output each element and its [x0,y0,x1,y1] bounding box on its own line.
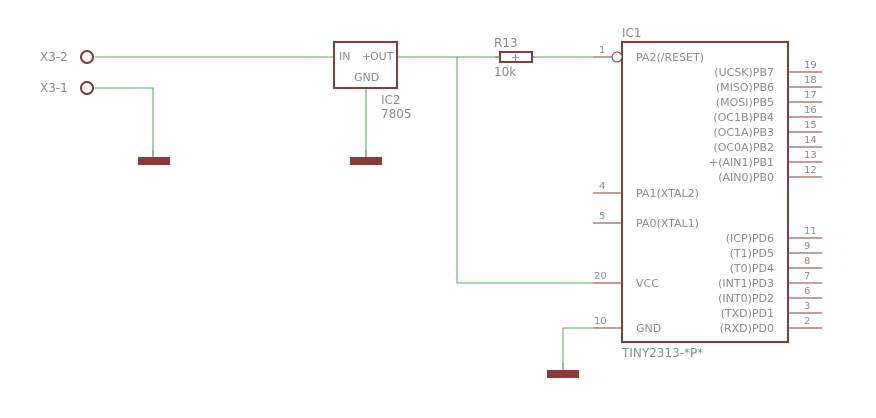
mcu-right-pins: 19 (UCSK)PB7 18 (MISO)PB6 17 (MOSI)PB5 1… [709,60,822,335]
pin-label: (OC1B)PB4 [713,111,774,124]
pin-label: (MOSI)PB5 [716,96,774,109]
resistor-marker: + [511,51,520,64]
regulator-ic2[interactable]: IN + OUT GND IC2 7805 [333,41,412,121]
regulator-name: IC2 [381,93,401,107]
ground-symbol-1 [138,150,170,165]
resistor-value: 10k [494,65,516,79]
ground-bar [350,157,382,165]
ground-symbol-2 [350,150,382,165]
pin-label: (AIN1)PB1 [718,156,774,169]
mcu-name: IC1 [622,26,642,40]
reset-inversion-bubble [611,51,623,63]
mcu-ic1[interactable]: IC1 TINY2313-*P* 1 PA2(/RESET) 4 PA1(XTA… [593,26,822,360]
pin-label: (INT0)PD2 [718,292,774,305]
pin-number: 2 [804,316,810,327]
pin-number: 16 [804,105,817,116]
pin-label: PA0(XTAL1) [636,217,699,230]
pin-number: 11 [804,226,817,237]
regulator-value: 7805 [381,107,412,121]
pin-label: VCC [636,277,659,290]
pin-number: 19 [804,60,817,71]
pin-label: (ICP)PD6 [726,232,774,245]
pin-number: 20 [594,271,607,282]
connector-x3-2[interactable]: X3-2 [40,50,94,64]
wire-5v-to-ic1-vcc [456,57,593,284]
pin-label: (RXD)PD0 [720,322,774,335]
connector-pad [80,50,94,64]
pin-label: (INT1)PD3 [718,277,774,290]
wire-ic1-gnd-to-ground [562,327,610,363]
pin-number: 10 [594,316,607,327]
pin-label: (MISO)PB6 [716,81,774,94]
pin-number: 18 [804,75,817,86]
pin-number: 9 [804,241,810,252]
regulator-pin-out: OUT [370,50,394,63]
pin-label: (TXD)PD1 [721,307,774,320]
pb1-marker: + [709,156,718,169]
pin-number: 13 [804,150,817,161]
pin-label: (AIN0)PB0 [718,171,774,184]
ground-symbol-3 [547,363,579,378]
pin-number: 5 [599,211,605,222]
connector-pad [80,81,94,95]
mcu-left-pins: 1 PA2(/RESET) 4 PA1(XTAL2) 5 PA0(XTAL1) … [593,45,704,335]
pin-label: (UCSK)PB7 [714,66,774,79]
pin-label: GND [636,322,661,335]
ground-bar [138,157,170,165]
pin-label: (OC1A)PB3 [713,126,774,139]
resistor-name: R13 [494,36,518,50]
pin-number: 6 [804,286,810,297]
connector-label: X3-2 [40,50,68,64]
connector-x3-1[interactable]: X3-1 [40,81,94,95]
pin-number: 12 [804,165,817,176]
mcu-value: TINY2313-*P* [621,346,703,360]
pin-label: (T0)PD4 [730,262,774,275]
pin-number: 15 [804,120,817,131]
pin-number: 17 [804,90,817,101]
pin-label: PA2(/RESET) [636,51,704,64]
mcu-body [621,41,789,343]
ground-bar [547,370,579,378]
regulator-out-marker: + [362,50,371,63]
resistor-r13[interactable]: + R13 10k [494,36,535,79]
pin-number: 3 [804,301,810,312]
pin-number: 8 [804,256,810,267]
regulator-pin-in: IN [339,50,350,63]
pin-label: PA1(XTAL2) [636,187,699,200]
wires [95,56,610,363]
pin-label: (T1)PD5 [730,247,774,260]
wire-x3-1-to-ground [95,87,154,150]
regulator-pin-gnd: GND [354,71,379,84]
regulator-body [333,41,398,89]
connector-label: X3-1 [40,81,68,95]
pin-label: (OC0A)PB2 [713,141,774,154]
pin-number: 14 [804,135,817,146]
pin-number: 1 [599,45,605,56]
pin-number: 7 [804,271,810,282]
pin-number: 4 [599,181,605,192]
